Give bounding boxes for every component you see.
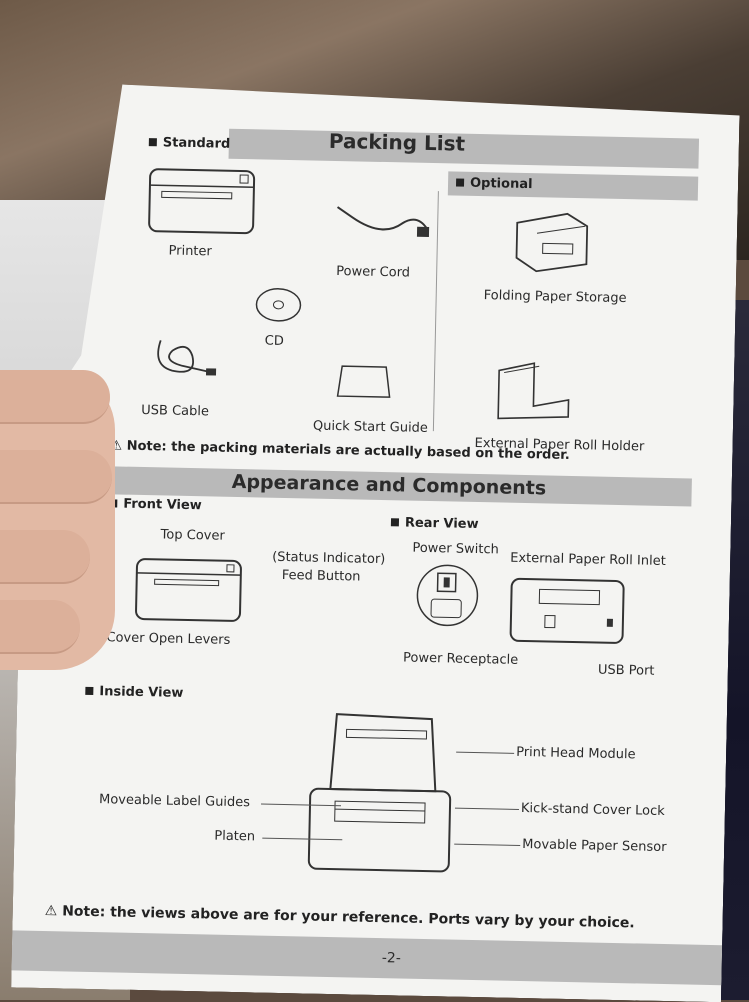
warning-triangle-icon: ⚠: [44, 903, 58, 920]
rear-view-label: Rear View: [391, 515, 479, 532]
footer-band: [11, 930, 722, 985]
hand: [0, 370, 115, 670]
moveable-label-guides-label: Moveable Label Guides: [98, 792, 251, 811]
views-note: ⚠ Note: the views above are for your ref…: [44, 903, 635, 932]
power-switch-label: Power Switch: [412, 540, 499, 558]
printer-label: Printer: [168, 243, 212, 260]
usb-port-label: USB Port: [597, 662, 655, 679]
print-head-leader-line: [456, 752, 514, 754]
front-view-printer-icon: [134, 555, 245, 625]
packing-list-title: Packing List: [328, 128, 466, 156]
bullet-square-icon: [149, 138, 157, 146]
printer-icon: [147, 163, 258, 237]
folding-paper-storage-icon: [506, 203, 597, 275]
front-view-label: Front View: [109, 496, 202, 513]
power-cord-label: Power Cord: [336, 264, 411, 281]
inside-view-printer-icon: [303, 709, 457, 882]
kick-stand-leader-line: [455, 808, 519, 810]
top-cover-label: Top Cover: [160, 527, 225, 544]
standard-section-label: Standard: [149, 135, 231, 152]
external-paper-roll-inlet-label: External Paper Roll Inlet: [510, 550, 666, 569]
print-head-module-label: Print Head Module: [515, 744, 636, 763]
usb-cable-label: USB Cable: [141, 402, 210, 420]
manual-page: Packing List Standard Optional Printer P…: [11, 83, 740, 1002]
movable-paper-sensor-label: Movable Paper Sensor: [522, 837, 667, 856]
divider-line: [433, 191, 439, 431]
status-indicator-label: (Status Indicator): [272, 549, 386, 568]
bullet-square-icon: [456, 179, 464, 187]
quick-start-guide-icon: [333, 361, 394, 402]
feed-button-label: Feed Button: [281, 567, 361, 585]
finger: [0, 600, 80, 654]
cd-label: CD: [264, 333, 284, 349]
bullet-square-icon: [85, 687, 93, 695]
finger: [0, 370, 110, 424]
quick-start-guide-label: Quick Start Guide: [312, 418, 429, 436]
inside-view-label: Inside View: [85, 684, 183, 701]
external-paper-roll-holder-icon: [493, 360, 574, 422]
power-receptacle-label: Power Receptacle: [402, 650, 519, 668]
cd-icon: [253, 285, 304, 324]
bullet-square-icon: [391, 518, 399, 526]
finger: [0, 450, 112, 504]
power-cord-icon: [332, 197, 433, 249]
finger: [0, 530, 90, 584]
cover-open-levers-label: Cover Open Levers: [106, 630, 231, 648]
optional-section-label: Optional: [456, 176, 533, 193]
kick-stand-cover-lock-label: Kick-stand Cover Lock: [520, 801, 665, 820]
power-switch-closeup-icon: [415, 563, 480, 628]
page-number: -2-: [381, 950, 401, 967]
folding-paper-storage-label: Folding Paper Storage: [483, 288, 627, 307]
usb-cable-icon: [152, 335, 223, 386]
platen-label: Platen: [214, 828, 256, 845]
rear-view-printer-icon: [508, 575, 627, 647]
paper-sensor-leader-line: [454, 844, 520, 846]
